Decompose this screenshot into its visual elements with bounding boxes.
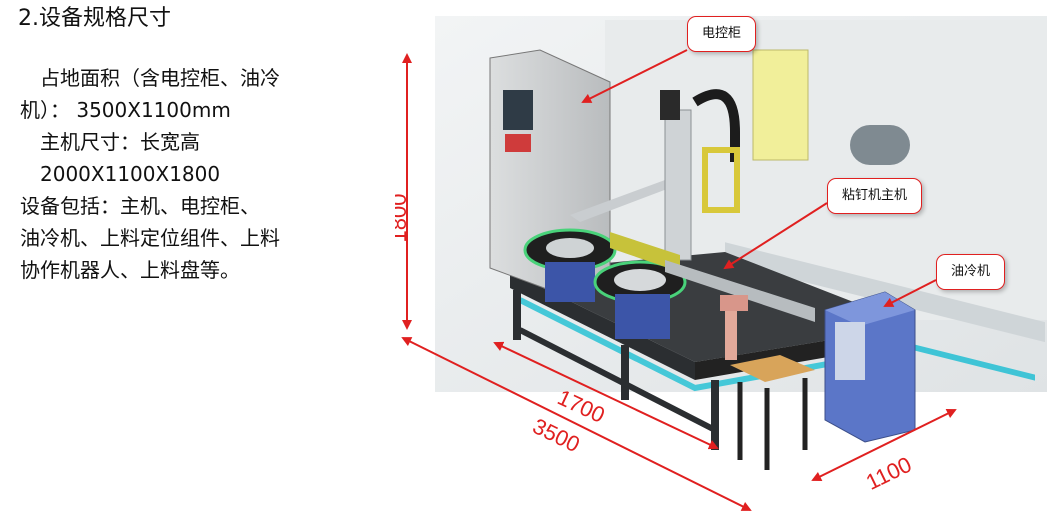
callout-arrow-cabinet <box>581 49 688 103</box>
spec-line: 协作机器人、上料盘等。 <box>20 258 240 282</box>
dim-line-1100 <box>811 409 957 481</box>
spec-line: 2000X1100X1800 <box>20 162 221 186</box>
dim-label-height: 1800 <box>395 194 411 243</box>
cobot-arm <box>725 305 737 360</box>
fixture-left-base <box>545 262 595 302</box>
background-yellow-frame <box>752 49 809 161</box>
dim-line-3500 <box>401 337 752 511</box>
oil-cooler-panel <box>835 322 865 380</box>
gantry-motor <box>660 90 680 120</box>
gantry-column <box>664 109 692 261</box>
linear-rail <box>665 260 815 322</box>
callout-main-machine: 粘钉机主机 <box>827 178 923 214</box>
spec-line: 油冷机、上料定位组件、上料 <box>20 226 280 250</box>
spec-line: 主机尺寸：长宽高 <box>20 130 200 154</box>
cabinet-screen <box>503 90 533 130</box>
equipment-figure: 1800 1700 3500 1100 电控柜 粘钉机主机 油冷机 <box>386 10 1052 521</box>
yellow-frame <box>702 147 740 213</box>
spec-line: 占地面积（含电控柜、油冷 <box>20 66 280 90</box>
callout-oil-cooler: 油冷机 <box>936 254 1006 290</box>
cabinet-buttons <box>505 134 531 152</box>
gantry-beam <box>570 180 675 222</box>
fixture-left-ring <box>546 238 594 258</box>
callout-arrow-main <box>723 202 828 270</box>
spec-line: 机）： 3500X1100mm <box>20 98 231 122</box>
callout-electric-cabinet: 电控柜 <box>687 16 757 52</box>
spec-line: 设备包括：主机、电控柜、 <box>20 194 260 218</box>
yellow-plate <box>610 232 680 272</box>
spec-text-block: 占地面积（含电控柜、油冷 机）： 3500X1100mm 主机尺寸：长宽高 20… <box>20 62 370 286</box>
machine-illustration: 1800 1700 3500 1100 <box>386 16 1047 511</box>
background-ring <box>850 125 910 165</box>
fixture-right-ring <box>614 269 666 291</box>
page-title: 2.设备规格尺寸 <box>18 6 171 31</box>
cobot-head <box>720 295 748 311</box>
dim-label-3500: 3500 <box>529 413 584 457</box>
cable-chain <box>692 89 740 162</box>
callout-arrow-cooler <box>883 279 937 307</box>
fixture-right-base <box>615 294 670 339</box>
dim-label-1100: 1100 <box>862 452 915 495</box>
